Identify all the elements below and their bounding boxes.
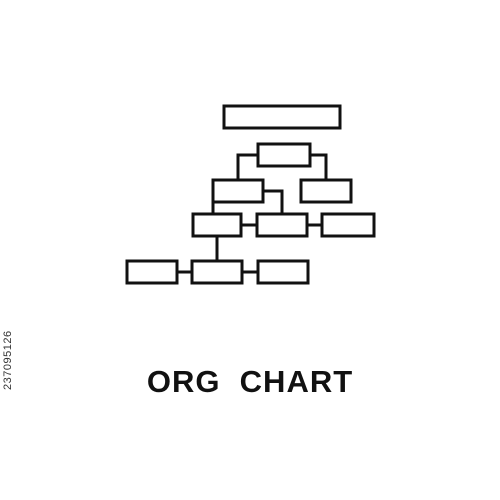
org-box-level3-left [191,212,243,238]
stock-image-id: 237095126 [2,330,14,390]
org-box-level4-left [125,259,179,285]
org-box-level1 [256,142,312,168]
icon-caption: ORG CHART [146,364,354,399]
connector-l2-to-l3-mid [263,189,284,214]
org-box-top [222,104,342,130]
connector-l1-to-l2-left [236,153,258,180]
org-box-level3-mid [255,212,309,238]
org-box-level2-right [299,178,353,204]
org-box-level4-right [256,259,310,285]
connector-l1-to-l2-right [310,153,328,180]
org-box-level4-mid [190,259,244,285]
org-box-level3-right [320,212,376,238]
org-box-level2-left [211,178,265,204]
